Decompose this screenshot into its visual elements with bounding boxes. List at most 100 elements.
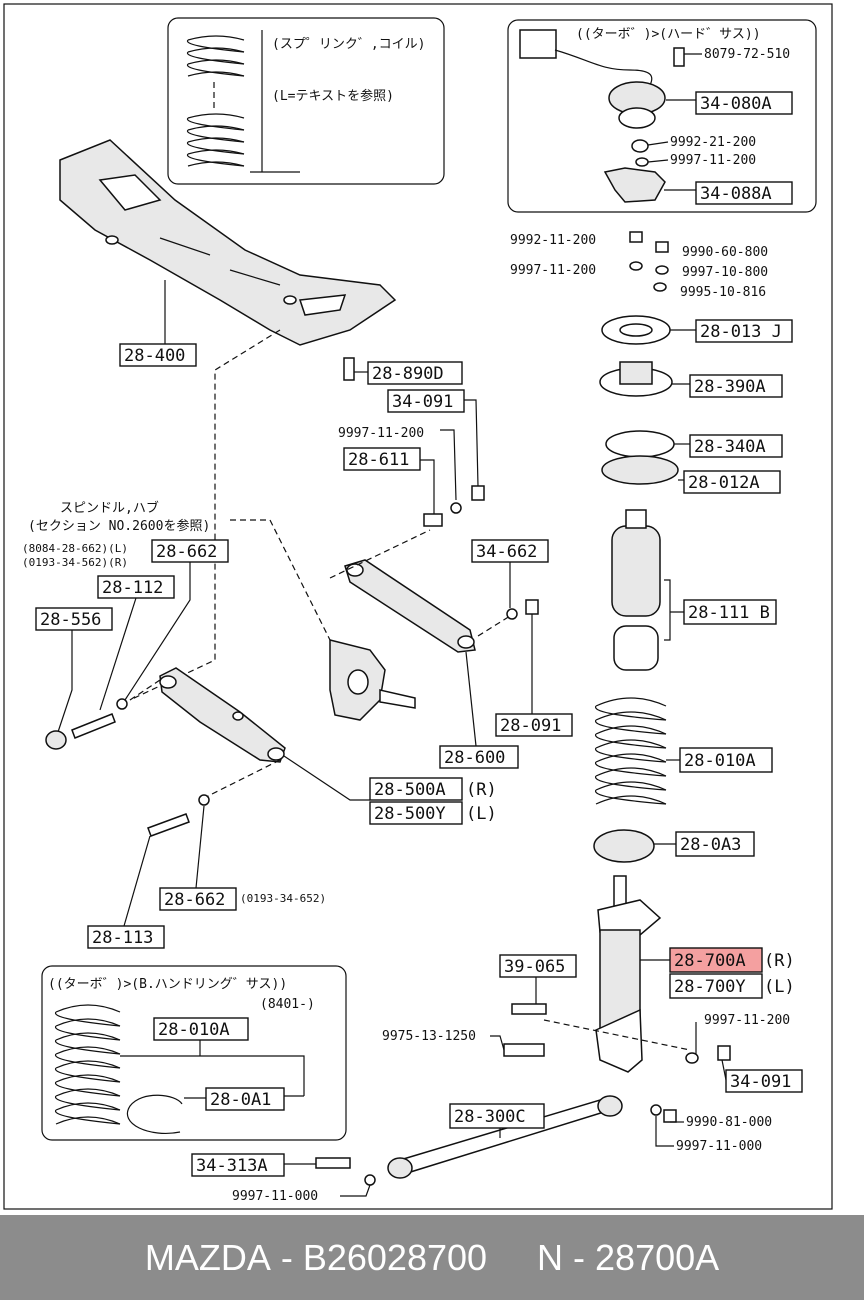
spring-inset-frame <box>167 17 445 185</box>
label-box-28-091 <box>495 713 573 737</box>
part-9997-11-200-a[interactable]: 9997-11-200 <box>338 426 424 441</box>
side-r-2: (R) <box>764 951 795 971</box>
strut-top-hardware <box>629 231 669 292</box>
bump-stop-drawing <box>611 509 661 671</box>
spring-note-1: (スプ゜リンク゛,コイル) <box>272 37 425 52</box>
label-box-28-010a <box>679 747 773 773</box>
knuckle-note-2: (セクション NO.2600を参照) <box>28 518 210 534</box>
part-34-088a[interactable]: 34-088A <box>700 184 772 204</box>
part-34-091-a[interactable]: 34-091 <box>392 392 453 412</box>
actuator-drawing <box>519 29 685 203</box>
part-28-700y[interactable]: 28-700Y <box>674 977 746 997</box>
part-28-500y[interactable]: 28-500Y <box>374 804 446 824</box>
part-28-556[interactable]: 28-556 <box>40 610 101 630</box>
part-9997-11-000-b[interactable]: 9997-11-000 <box>232 1189 318 1204</box>
label-box-28-012a <box>683 470 781 494</box>
part-28-0a1[interactable]: 28-0A1 <box>210 1090 271 1110</box>
diagram-canvas: (スプ゜リンク゛,コイル) (L=テキストを参照) 28-400 ((ターボ゛)… <box>3 3 833 1210</box>
part-28-300c[interactable]: 28-300C <box>454 1107 526 1127</box>
part-28-500a[interactable]: 28-500A <box>374 780 446 800</box>
part-28-091[interactable]: 28-091 <box>500 716 561 736</box>
spring-note-2: (L=テキストを参照) <box>272 88 394 104</box>
part-34-080a[interactable]: 34-080A <box>700 94 772 114</box>
label-box-28-700y <box>669 973 763 999</box>
label-box-34-313a <box>191 1153 285 1177</box>
part-28-700a[interactable]: 28-700A <box>674 951 746 971</box>
label-box-28-500y <box>369 801 463 825</box>
side-r-1: (R) <box>466 780 497 800</box>
upper-mount-drawing <box>599 315 679 485</box>
page-frame <box>3 3 833 1210</box>
part-34-091-b[interactable]: 34-091 <box>730 1072 791 1092</box>
label-box-28-300c <box>449 1103 545 1129</box>
label-box-28-340a <box>689 434 783 458</box>
part-39-065[interactable]: 39-065 <box>504 957 565 977</box>
part-28-010a[interactable]: 28-010A <box>684 751 756 771</box>
part-28-340a[interactable]: 28-340A <box>694 437 766 457</box>
coil-spring-drawing <box>186 30 300 173</box>
part-28-113[interactable]: 28-113 <box>92 928 153 948</box>
label-box-39-065 <box>499 954 577 978</box>
part-9992-21-200[interactable]: 9992-21-200 <box>670 135 756 150</box>
bushing-28-890d-drawing <box>343 357 355 381</box>
label-box-34-080a <box>695 91 793 115</box>
part-28-662-a[interactable]: 28-662 <box>156 542 217 562</box>
handling-date: (8401-) <box>260 997 315 1012</box>
part-9975-13-1250[interactable]: 9975-13-1250 <box>382 1029 476 1044</box>
part-9997-11-200-c[interactable]: 9997-11-200 <box>510 263 596 278</box>
label-box-28-010a-b <box>153 1017 249 1041</box>
shock-absorber-drawing <box>595 875 662 1073</box>
alt-part-3: (0193-34-652) <box>240 892 326 905</box>
bolt-34-313a-drawing <box>315 1157 351 1169</box>
part-28-012a[interactable]: 28-012A <box>688 473 760 493</box>
bushing-28-556-drawing <box>45 730 67 750</box>
part-9997-11-200-b[interactable]: 9997-11-200 <box>670 153 756 168</box>
part-9997-11-200-d[interactable]: 9997-11-200 <box>704 1013 790 1028</box>
label-box-28-390a <box>689 374 783 398</box>
part-9990-60-800[interactable]: 9990-60-800 <box>682 245 768 260</box>
part-28-611[interactable]: 28-611 <box>348 450 409 470</box>
part-34-313a[interactable]: 34-313A <box>196 1156 268 1176</box>
label-box-34-091-a <box>387 389 465 413</box>
part-28-013j[interactable]: 28-013 J <box>700 322 782 342</box>
part-28-600[interactable]: 28-600 <box>444 748 505 768</box>
alt-part-1: (8084-28-662)(L) <box>22 542 128 555</box>
spring-seat-drawing <box>593 829 655 863</box>
bolt-28-113-drawing <box>147 813 190 837</box>
label-box-28-0a3 <box>675 831 755 857</box>
label-box-28-500a <box>369 777 463 801</box>
part-8079-72-510[interactable]: 8079-72-510 <box>704 47 790 62</box>
bolt-39-065-drawing <box>511 1003 547 1015</box>
part-9995-10-816[interactable]: 9995-10-816 <box>680 285 766 300</box>
part-28-0a3[interactable]: 28-0A3 <box>680 835 741 855</box>
part-28-890d[interactable]: 28-890D <box>372 364 444 384</box>
crossmember-drawing <box>59 139 397 346</box>
side-l-2: (L) <box>764 977 795 997</box>
part-9997-11-000-a[interactable]: 9997-11-000 <box>676 1139 762 1154</box>
footer-gap <box>487 1237 537 1279</box>
part-28-010a-b[interactable]: 28-010A <box>158 1020 230 1040</box>
part-9992-11-200[interactable]: 9992-11-200 <box>510 233 596 248</box>
part-34-662[interactable]: 34-662 <box>476 542 537 562</box>
part-28-400[interactable]: 28-400 <box>124 346 185 366</box>
label-box-28-0a1 <box>205 1087 285 1111</box>
knuckle-drawing <box>329 639 416 721</box>
footer-sep-1: - <box>270 1236 303 1278</box>
footer-brand: MAZDA <box>144 1236 271 1278</box>
handling-note: ((ターボ゛)>(B.ハンドリング゛サス)) <box>48 977 287 992</box>
part-28-112[interactable]: 28-112 <box>102 578 163 598</box>
coil-spring-inset <box>55 1004 183 1134</box>
label-box-28-556 <box>35 607 113 631</box>
turbo-hard-note: ((ターボ゛)>(ハード゛サス)) <box>576 27 761 42</box>
handling-inset-frame <box>41 965 347 1141</box>
part-28-111b[interactable]: 28-111 B <box>688 603 770 623</box>
part-28-390a[interactable]: 28-390A <box>694 377 766 397</box>
part-9990-81-000[interactable]: 9990-81-000 <box>686 1115 772 1130</box>
part-9997-10-800[interactable]: 9997-10-800 <box>682 265 768 280</box>
upper-link-drawing <box>344 559 476 653</box>
bolt-28-112-drawing <box>71 713 116 739</box>
side-l-1: (L) <box>466 804 497 824</box>
part-28-662-b[interactable]: 28-662 <box>164 890 225 910</box>
label-box-28-113 <box>87 925 165 949</box>
